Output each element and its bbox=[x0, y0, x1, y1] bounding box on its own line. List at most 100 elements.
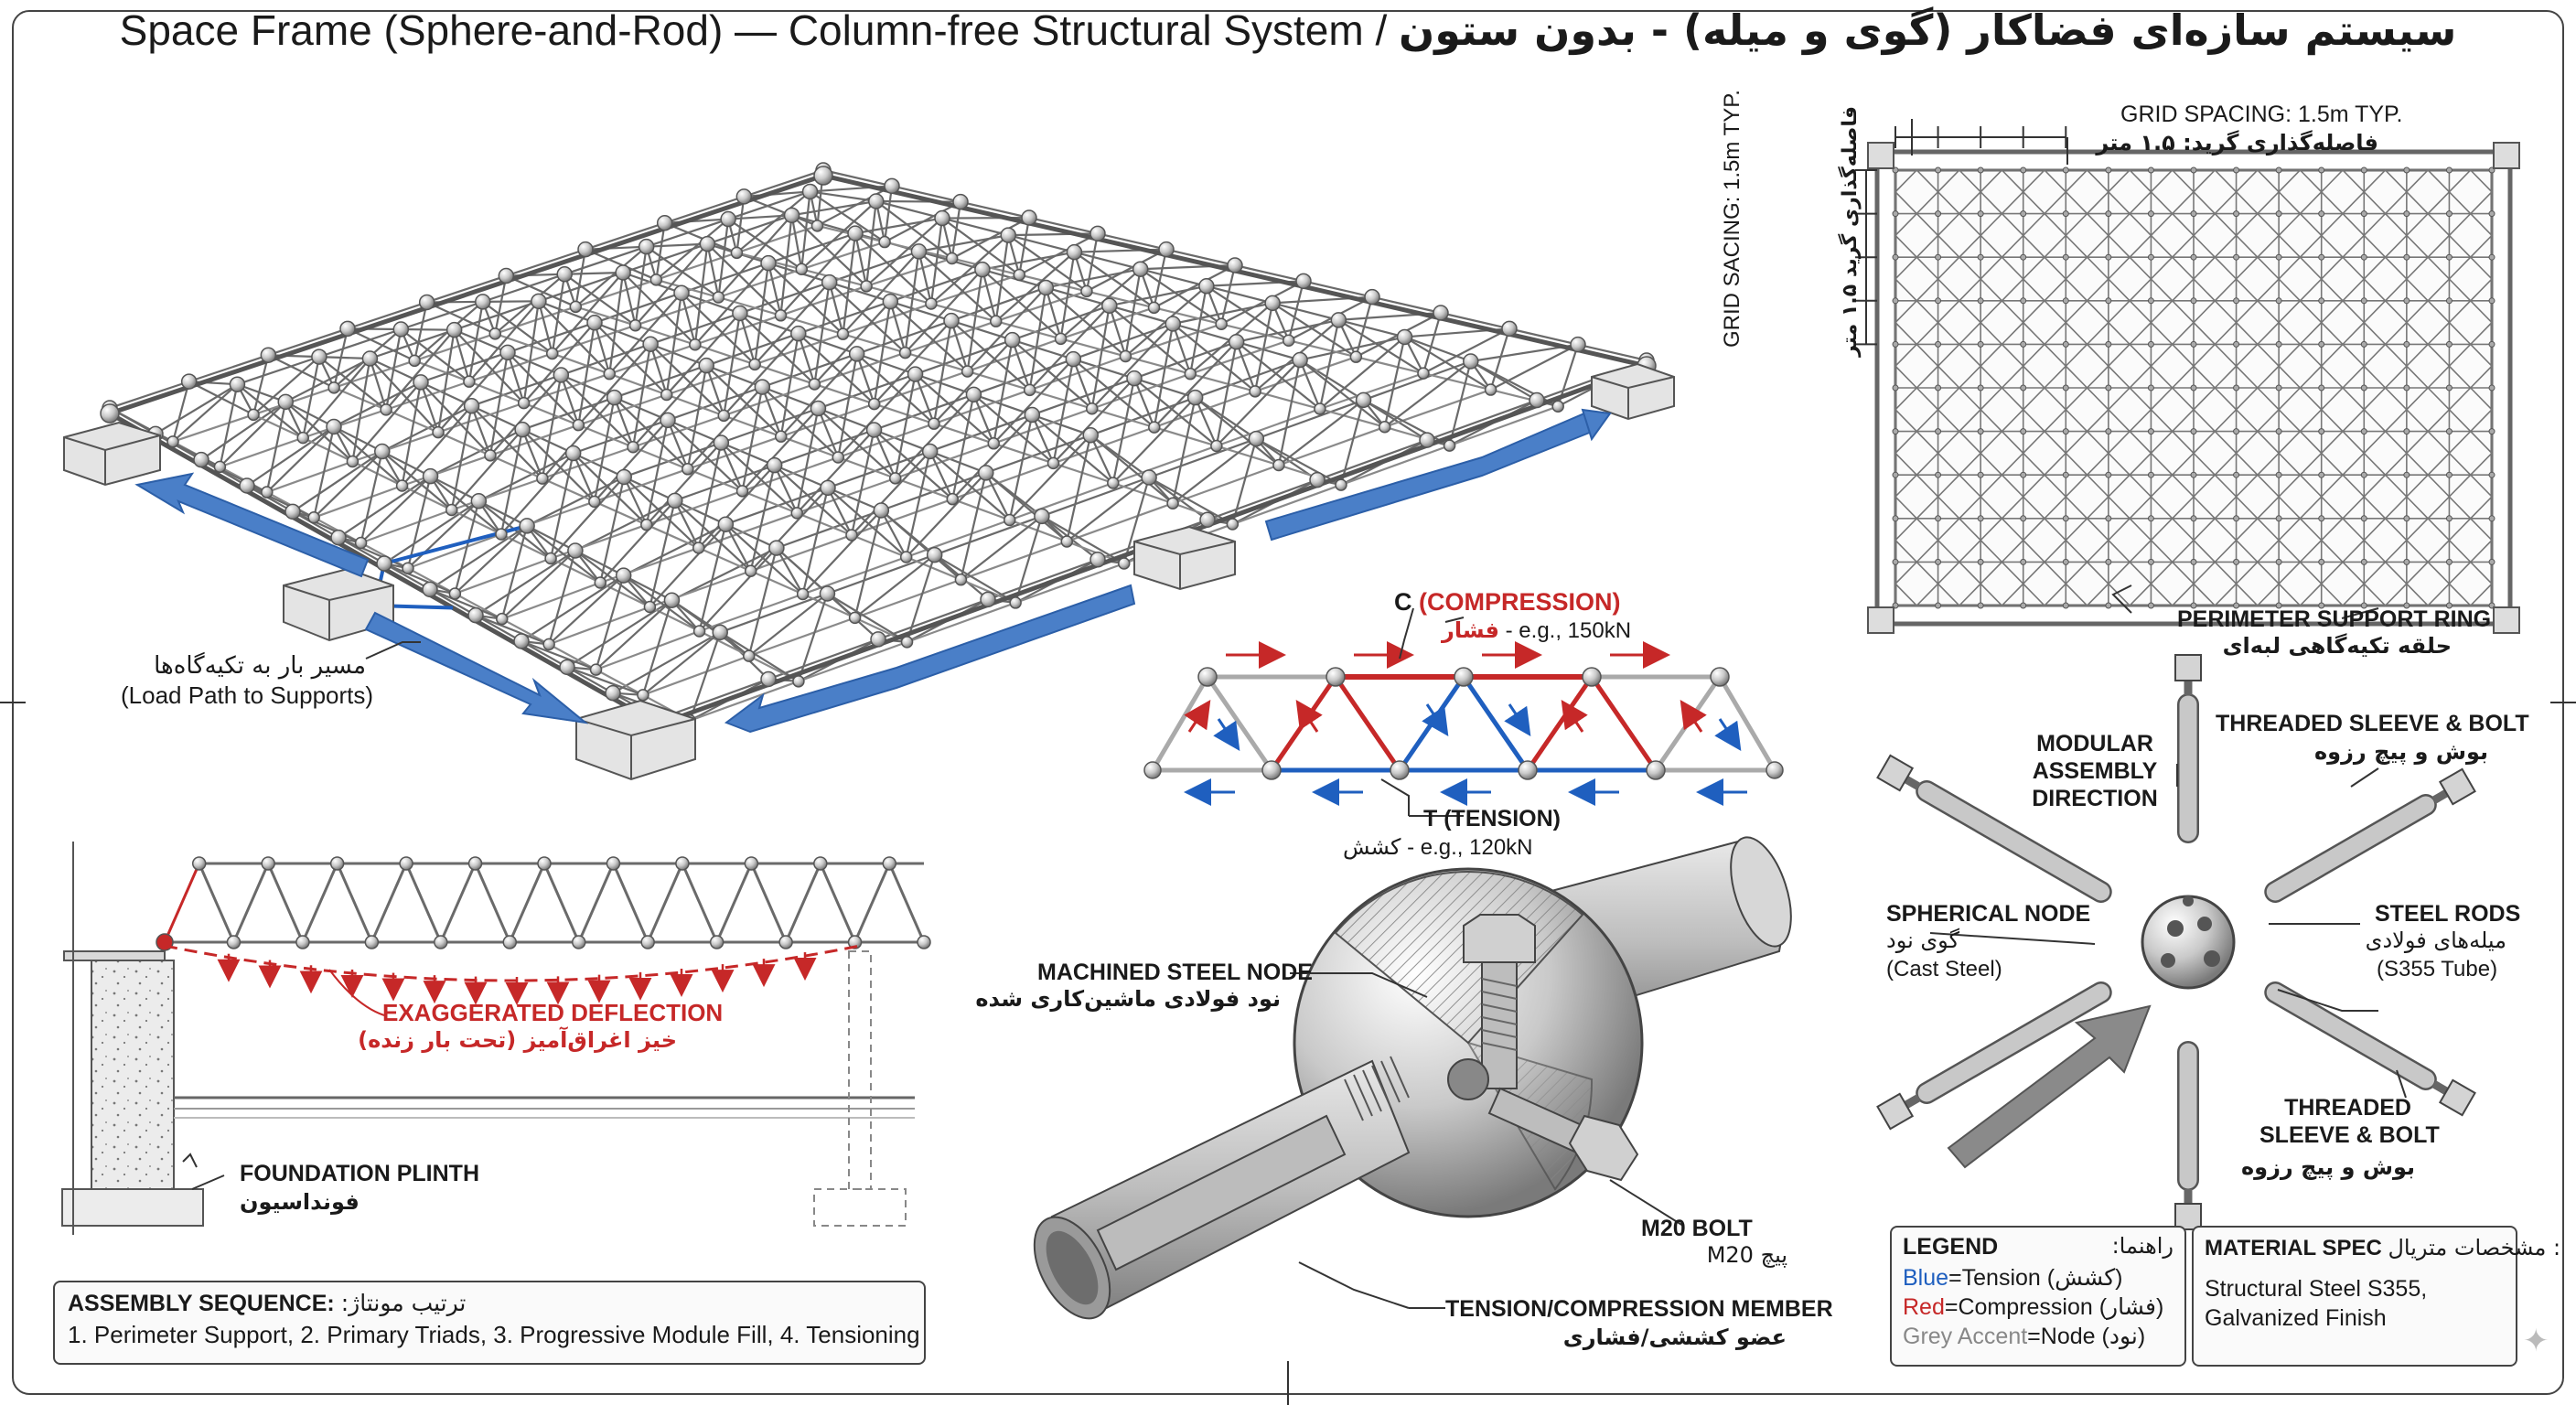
bottom-node bbox=[380, 403, 392, 416]
bottom-chord bbox=[699, 630, 750, 658]
bottom-node bbox=[792, 675, 805, 688]
top-chord bbox=[573, 452, 625, 478]
diagonal-member bbox=[475, 614, 550, 646]
sleeve-top-en: THREADED SLEEVE & BOLT bbox=[2216, 711, 2529, 736]
diagonal-member bbox=[522, 322, 596, 404]
diagonal-member bbox=[719, 631, 800, 682]
bottom-chord bbox=[1172, 464, 1280, 505]
diagonal-member bbox=[984, 472, 1011, 521]
plan-node bbox=[1892, 253, 1899, 261]
diagonal-member bbox=[454, 500, 480, 595]
plan-node bbox=[2020, 515, 2027, 522]
diagonal-member bbox=[1299, 359, 1386, 428]
elev-diagonal bbox=[266, 863, 305, 943]
elev-diagonal bbox=[232, 863, 270, 943]
title-en: Space Frame (Sphere-and-Rod) — Column-fr… bbox=[119, 6, 1388, 54]
spherical-node bbox=[2141, 895, 2236, 990]
top-node bbox=[760, 254, 777, 272]
diagonal-member bbox=[506, 351, 525, 403]
top-node bbox=[660, 412, 676, 429]
diagonal-member bbox=[1206, 284, 1290, 342]
diagonal-member bbox=[851, 450, 931, 536]
diagonal-member bbox=[667, 419, 744, 492]
diagonal-member bbox=[929, 218, 944, 305]
diagonal-member bbox=[522, 301, 540, 403]
diagonal-member bbox=[914, 373, 936, 424]
plan-node bbox=[2105, 558, 2112, 565]
plan-node bbox=[2488, 340, 2496, 348]
top-node bbox=[445, 321, 463, 338]
diagonal-member bbox=[853, 553, 936, 619]
diagonal-member bbox=[564, 273, 637, 327]
top-chord bbox=[1046, 286, 1111, 307]
bottom-chord bbox=[754, 363, 815, 386]
top-chord bbox=[370, 328, 456, 360]
bottom-chord bbox=[313, 484, 402, 519]
compression-value: - e.g., 150kN bbox=[1505, 618, 1632, 643]
diagonal-force-arrow bbox=[1422, 703, 1449, 736]
top-node bbox=[907, 366, 924, 382]
bottom-chord bbox=[906, 519, 1011, 559]
bottom-node bbox=[395, 479, 409, 492]
plan-node bbox=[2360, 602, 2367, 609]
bottom-node bbox=[1417, 367, 1430, 380]
diagonal-member bbox=[697, 442, 723, 549]
bottom-node bbox=[445, 503, 458, 517]
diagonal-member bbox=[705, 365, 725, 416]
plan-node bbox=[1892, 428, 1899, 435]
diagonal-member bbox=[566, 666, 644, 696]
bottom-chord bbox=[742, 456, 839, 492]
diagonal-member bbox=[302, 358, 371, 439]
bottom-node bbox=[660, 388, 673, 402]
diagonal-member bbox=[717, 214, 793, 298]
diagonal-member bbox=[453, 328, 525, 404]
top-node bbox=[392, 321, 410, 338]
diagonal-member bbox=[1014, 516, 1043, 604]
diagonal-member bbox=[236, 383, 304, 439]
elev-diagonal bbox=[681, 863, 719, 943]
diagonal-member bbox=[538, 300, 611, 375]
bottom-chord bbox=[500, 533, 552, 560]
elev-diagonal bbox=[612, 863, 649, 943]
top-chord bbox=[429, 588, 477, 617]
bottom-node bbox=[1004, 513, 1016, 527]
bottom-node bbox=[247, 408, 260, 422]
diagonal-member bbox=[779, 232, 856, 316]
perimeter-ring-fa: حلقه تکیه‌گاهی لبه‌ای bbox=[2222, 633, 2452, 659]
diagonal-member bbox=[1052, 377, 1135, 465]
top-node bbox=[1309, 471, 1326, 488]
legend-grey-rest: =Node (نود) bbox=[2027, 1324, 2146, 1349]
diagonal-member bbox=[593, 322, 611, 374]
top-chord bbox=[664, 218, 729, 224]
diagonal-member bbox=[1089, 434, 1174, 505]
bottom-chord bbox=[608, 343, 696, 375]
perspective-space-frame bbox=[100, 162, 1657, 735]
bottom-chord bbox=[906, 555, 961, 581]
plan-node bbox=[1892, 297, 1899, 305]
diagonal-member bbox=[338, 536, 409, 570]
bottom-node bbox=[1215, 317, 1228, 331]
elev-node bbox=[364, 935, 380, 949]
plan-node bbox=[2020, 297, 2027, 305]
plan-node bbox=[2403, 253, 2410, 261]
elev-node bbox=[571, 935, 586, 949]
plan-node bbox=[2233, 340, 2240, 348]
top-chord bbox=[482, 300, 539, 303]
diagonal-member bbox=[779, 215, 793, 316]
deflection-label-en: EXAGGERATED DEFLECTION bbox=[382, 999, 724, 1026]
plan-node bbox=[2105, 384, 2112, 391]
top-chord bbox=[818, 373, 916, 410]
plan-node bbox=[2147, 558, 2154, 565]
diagonal-member bbox=[665, 293, 683, 395]
bottom-node bbox=[517, 396, 531, 410]
diagonal-member bbox=[1287, 281, 1305, 341]
elev-diagonal bbox=[370, 863, 408, 943]
bottom-node bbox=[946, 492, 959, 506]
top-chord bbox=[827, 450, 931, 489]
diagonal-member bbox=[1122, 477, 1151, 564]
top-chord bbox=[822, 168, 893, 188]
diagonal-member bbox=[960, 515, 1043, 581]
top-chord bbox=[890, 300, 952, 322]
diagonal-member bbox=[413, 302, 428, 361]
plan-node bbox=[1935, 166, 1942, 174]
